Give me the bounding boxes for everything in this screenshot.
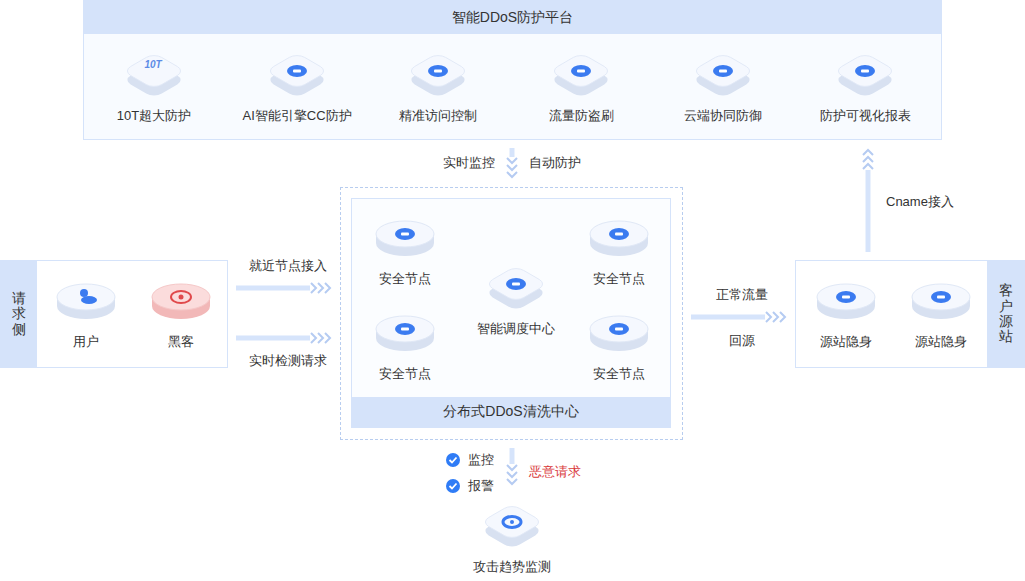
text-holder: 安全节点 [355, 270, 455, 288]
text-holder: 防护可视化报表 [797, 107, 933, 125]
node-icon [896, 269, 986, 331]
node-icon [41, 269, 131, 331]
node-icon [86, 43, 222, 105]
text-holder: 用户 [41, 333, 131, 351]
text-holder: AI智能引擎CC防护 [229, 107, 365, 125]
item-label: 用户 [73, 334, 99, 349]
node-icon [461, 256, 571, 318]
icon-text: 10T [142, 59, 163, 71]
check-label: 报警 [466, 477, 496, 495]
request-panel: 请求侧用户 黑客 [0, 260, 228, 368]
feature-item: 云端协同防御 [655, 43, 791, 127]
edge-label: 实时监控 [441, 154, 497, 172]
text-holder: 安全节点 [569, 270, 669, 288]
node-icon [370, 43, 506, 105]
security-node: 安全节点 [569, 206, 669, 290]
item-label: 智能调度中心 [477, 321, 555, 336]
flow-arrow [691, 315, 765, 320]
flow-arrow [236, 286, 310, 291]
edge-label: 恶意请求 [527, 463, 583, 481]
text-holder: 安全节点 [569, 365, 669, 383]
text-holder: 请求侧 [1, 261, 37, 367]
item-label: 防护可视化报表 [820, 108, 911, 123]
text-holder: 智能调度中心 [461, 320, 571, 338]
item-label: 流量防盗刷 [549, 108, 614, 123]
flow-label: 回源 [727, 332, 757, 350]
flow-label: 自动防护 [527, 154, 583, 172]
edge-label: 实时检测请求 [247, 352, 329, 370]
origin-item: 源站隐身 [801, 269, 891, 353]
feature-item: 精准访问控制 [370, 43, 506, 127]
item-label: 安全节点 [593, 366, 645, 381]
text-holder: 智能DDoS防护平台 [84, 1, 941, 34]
node-icon [797, 43, 933, 105]
node-icon [513, 43, 649, 105]
feature-item: 防护可视化报表 [797, 43, 933, 127]
feature-item: 流量防盗刷 [513, 43, 649, 127]
item-label: 云端协同防御 [684, 108, 762, 123]
text-holder: 云端协同防御 [655, 107, 791, 125]
node-icon [136, 269, 226, 331]
security-node: 安全节点 [355, 301, 455, 385]
node-icon [569, 206, 669, 268]
item-label: AI智能引擎CC防护 [242, 108, 351, 123]
item-label: 安全节点 [593, 271, 645, 286]
cleaning-center: 分布式DDoS清洗中心安全节点安全节点智能调度中心安全节点安全节点 [340, 187, 683, 440]
panel-heading: 客户源站 [999, 283, 1013, 345]
panel-heading: 分布式DDoS清洗中心 [443, 403, 578, 421]
check-icon [446, 453, 460, 467]
text-holder: 源站隐身 [801, 333, 891, 351]
item-label: 精准访问控制 [399, 108, 477, 123]
item-label: 源站隐身 [820, 334, 872, 349]
item-label: 黑客 [168, 334, 194, 349]
node-icon [355, 206, 455, 268]
node-icon [569, 301, 669, 363]
item-label: 安全节点 [379, 271, 431, 286]
feature-item: 10T超大防护 [86, 43, 222, 127]
text-holder: 源站隐身 [896, 333, 986, 351]
flow-arrow [510, 448, 515, 464]
dispatch-center: 智能调度中心 [461, 256, 571, 340]
edge-label: 正常流量 [714, 286, 770, 304]
item-label: 源站隐身 [915, 334, 967, 349]
hacker-item: 黑客 [136, 269, 226, 353]
flow-arrow [236, 336, 310, 341]
monitor-item: 攻击趋势监测 [462, 494, 562, 578]
node-icon [229, 43, 365, 105]
node-icon [655, 43, 791, 105]
check-icon [446, 479, 460, 493]
node-icon [355, 301, 455, 363]
node-icon [801, 269, 891, 331]
flow-arrow [866, 170, 871, 252]
node-icon [462, 494, 562, 556]
text-holder: 客户源站 [987, 261, 1024, 367]
text-holder: 攻击趋势监测 [462, 558, 562, 576]
text-holder: 流量防盗刷 [513, 107, 649, 125]
panel-heading: 请求侧 [12, 291, 26, 337]
panel-heading: 智能DDoS防护平台 [452, 9, 573, 27]
edge-label: Cname接入 [884, 193, 956, 211]
text-holder: 黑客 [136, 333, 226, 351]
platform-panel: 智能DDoS防护平台 10T超大防护 AI智能引擎CC防护 精准访问控制 流量防盗刷 云端… [83, 0, 942, 140]
feature-item: AI智能引擎CC防护 [229, 43, 365, 127]
text-holder: 精准访问控制 [370, 107, 506, 125]
user-item: 用户 [41, 269, 131, 353]
flow-arrow [510, 148, 515, 157]
item-label: 安全节点 [379, 366, 431, 381]
origin-item: 源站隐身 [896, 269, 986, 353]
text-holder: 分布式DDoS清洗中心 [352, 397, 670, 427]
text-holder: 10T超大防护 [86, 107, 222, 125]
item-label: 攻击趋势监测 [473, 559, 551, 574]
text-holder: 安全节点 [355, 365, 455, 383]
check-label: 监控 [466, 451, 496, 469]
security-node: 安全节点 [569, 301, 669, 385]
edge-label: 就近节点接入 [247, 257, 329, 275]
security-node: 安全节点 [355, 206, 455, 290]
origin-panel: 客户源站源站隐身 源站隐身 [795, 260, 1025, 368]
item-label: 10T超大防护 [117, 108, 191, 123]
